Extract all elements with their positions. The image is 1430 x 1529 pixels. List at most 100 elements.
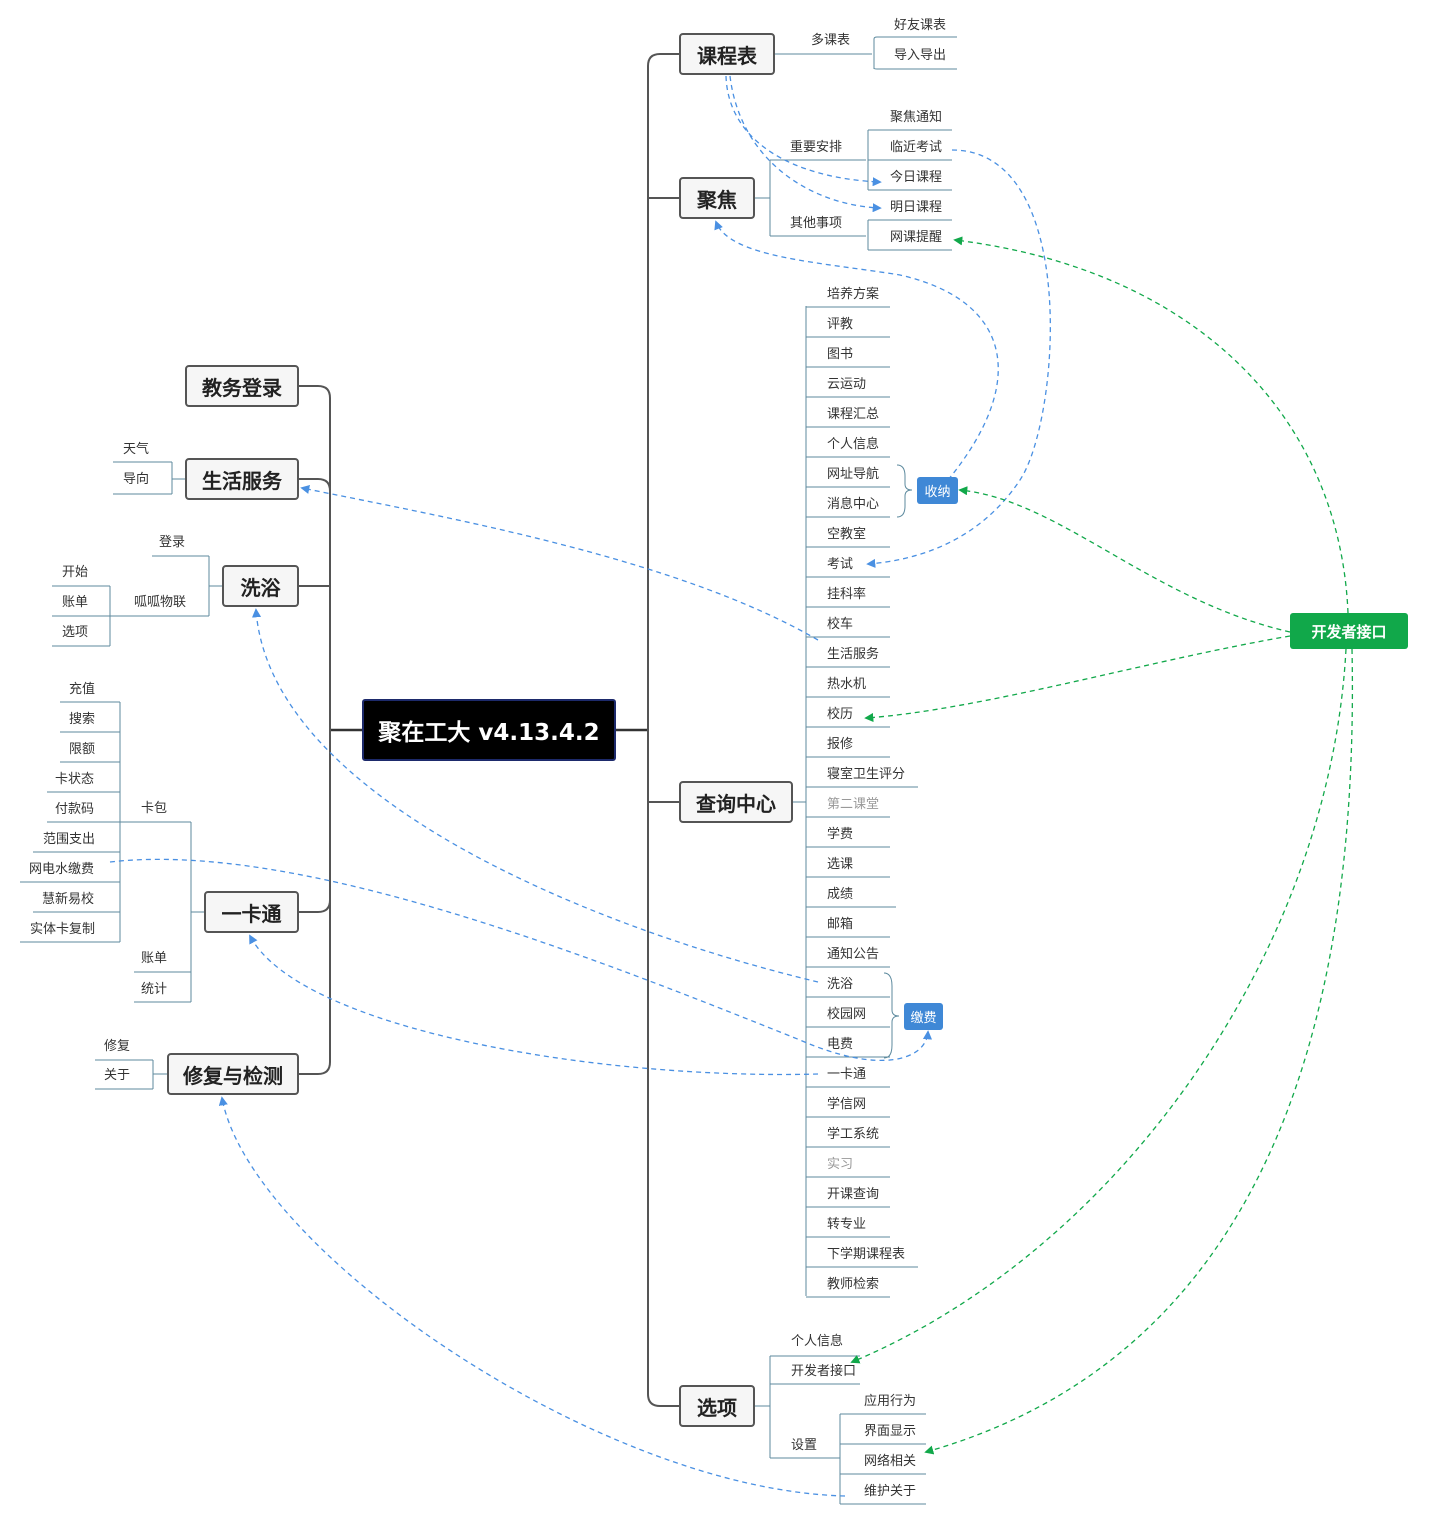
leaf-wangluoxiangguan[interactable]: 网络相关 (864, 1454, 917, 1469)
chaxun-item[interactable]: 一卡通 (827, 1067, 867, 1082)
kabao-item[interactable]: 付款码 (55, 802, 95, 817)
leaf-xuanxiang-xiyu[interactable]: 选项 (62, 625, 89, 640)
xy-sub (110, 555, 222, 617)
label-guaguawulian: 呱呱物联 (134, 595, 187, 610)
chaxun-item[interactable]: 空教室 (827, 527, 867, 542)
leaf-xiufu[interactable]: 修复 (104, 1039, 131, 1054)
chaxun-item[interactable]: 选课 (827, 857, 854, 872)
link-shenghuo (300, 484, 819, 641)
link-xiufu (218, 1096, 846, 1497)
label-qitashixiang: 其他事项 (790, 216, 843, 231)
chaxun-item[interactable]: 洗浴 (827, 977, 854, 992)
kabao-item[interactable]: 实体卡复制 (30, 922, 96, 937)
node-xiyu[interactable]: 洗浴 (222, 565, 299, 607)
leaf-kaifazhejiekou-option[interactable]: 开发者接口 (791, 1364, 857, 1379)
link-exam (866, 149, 1051, 568)
leaf-linjinkaoshi[interactable]: 临近考试 (890, 140, 943, 155)
chaxun-item[interactable]: 下学期课程表 (827, 1247, 906, 1262)
chaxun-item[interactable]: 寝室卫生评分 (827, 767, 906, 782)
leaf-haoyoukebiao[interactable]: 好友课表 (894, 18, 947, 33)
leaf-gerenxinxi-option[interactable]: 个人信息 (791, 1334, 844, 1349)
chaxun-item[interactable]: 课程汇总 (827, 407, 880, 422)
node-jujiao[interactable]: 聚焦 (679, 177, 755, 219)
node-shenghuo[interactable]: 生活服务 (185, 458, 299, 500)
chaxun-item[interactable]: 电费 (827, 1037, 854, 1052)
chaxun-item[interactable]: 消息中心 (827, 497, 880, 512)
kabao-item[interactable]: 网电水缴费 (29, 862, 95, 877)
leaf-jiemianxianshi[interactable]: 界面显示 (864, 1424, 917, 1439)
leaf-wangketixing[interactable]: 网课提醒 (890, 230, 943, 245)
right-trunk (647, 53, 679, 1407)
node-xiufu[interactable]: 修复与检测 (167, 1053, 299, 1095)
chaxun-item[interactable]: 通知公告 (827, 947, 880, 962)
chaxun-item[interactable]: 校车 (827, 617, 854, 632)
chaxun-item[interactable]: 报修 (827, 737, 854, 752)
node-jiaowu[interactable]: 教务登录 (185, 365, 299, 407)
connector-yikatong (299, 899, 331, 913)
xx-settings (839, 1413, 926, 1505)
leaf-guanyu[interactable]: 关于 (104, 1068, 131, 1083)
chaxun-item[interactable]: 学信网 (827, 1097, 867, 1112)
leaf-tongji[interactable]: 统计 (141, 982, 168, 997)
chaxun-item[interactable]: 教师检索 (827, 1277, 880, 1292)
node-kechengbiao[interactable]: 课程表 (679, 33, 775, 75)
label-shezhi: 设置 (791, 1438, 818, 1453)
chaxun-item[interactable]: 个人信息 (827, 437, 880, 452)
chaxun-item[interactable]: 生活服务 (827, 647, 880, 662)
chaxun-item[interactable]: 校园网 (827, 1007, 867, 1022)
leaf-zhangdan-xiyu[interactable]: 账单 (62, 595, 89, 610)
chaxun-item[interactable]: 校历 (827, 707, 854, 722)
kabao-item[interactable]: 限额 (69, 742, 96, 757)
chaxun-item[interactable]: 评教 (827, 317, 854, 332)
label-kabao: 卡包 (141, 801, 168, 816)
kabao-item[interactable]: 慧新易校 (42, 892, 95, 907)
leaf-kaishi[interactable]: 开始 (62, 565, 89, 580)
chaxun-item[interactable]: 学工系统 (827, 1127, 880, 1142)
developer-interface-node[interactable]: 开发者接口 (1290, 613, 1408, 649)
chaxun-item[interactable]: 热水机 (827, 677, 867, 692)
chaxun-item[interactable]: 培养方案 (827, 287, 880, 302)
chaxun-item[interactable]: 网址导航 (827, 467, 880, 482)
node-yikatong[interactable]: 一卡通 (204, 891, 299, 933)
link-dev-shouna (958, 486, 1291, 633)
chaxun-item[interactable]: 成绩 (827, 887, 854, 902)
leaf-daoxiang[interactable]: 导向 (123, 472, 150, 487)
xf-leaves (95, 1059, 167, 1090)
summary-jiaofei[interactable]: 缴费 (904, 1003, 943, 1030)
kabao-item[interactable]: 范围支出 (43, 832, 96, 847)
leaf-denglu[interactable]: 登录 (159, 535, 186, 550)
chaxun-item[interactable]: 转专业 (827, 1217, 867, 1232)
link-dev-xiaoli (864, 635, 1291, 723)
chaxun-item[interactable]: 考试 (827, 557, 854, 572)
chaxun-item[interactable]: 开课查询 (827, 1187, 880, 1202)
xx-sub (755, 1355, 860, 1459)
leaf-yingyongxingwei[interactable]: 应用行为 (864, 1394, 917, 1409)
node-xuanxiang[interactable]: 选项 (679, 1385, 755, 1427)
chaxun-item[interactable]: 实习 (827, 1157, 854, 1172)
jj-g1 (867, 129, 952, 191)
sh-leaves (113, 461, 185, 495)
link-dev-wangke (953, 236, 1349, 614)
chaxun-item[interactable]: 邮箱 (827, 917, 854, 932)
leaf-weihuguanyu[interactable]: 维护关于 (864, 1484, 917, 1499)
chaxun-item[interactable]: 云运动 (827, 377, 867, 392)
chaxun-item[interactable]: 图书 (827, 347, 854, 362)
kabao-item[interactable]: 卡状态 (55, 772, 95, 787)
node-chaxun[interactable]: 查询中心 (679, 781, 793, 823)
kabao-item[interactable]: 充值 (69, 682, 96, 697)
leaf-tianqi[interactable]: 天气 (123, 442, 150, 457)
summary-shouna[interactable]: 收纳 (917, 477, 958, 504)
chaxun-item[interactable]: 第二课堂 (827, 797, 880, 812)
leaf-jujiaotongzhi[interactable]: 聚焦通知 (890, 110, 943, 125)
leaf-jinrikecheng[interactable]: 今日课程 (890, 170, 943, 185)
chaxun-item[interactable]: 学费 (827, 827, 854, 842)
kabao-item[interactable]: 搜索 (69, 712, 96, 727)
root-node[interactable]: 聚在工大 v4.13.4.2 (362, 699, 616, 761)
leaf-zhangdan-yikatong[interactable]: 账单 (141, 951, 168, 966)
link-shouna-jujiao (714, 220, 999, 481)
leaf-daorudaochu[interactable]: 导入导出 (894, 48, 947, 63)
chaxun-item[interactable]: 挂科率 (827, 587, 867, 602)
leaf-mingrikecheng[interactable]: 明日课程 (890, 200, 943, 215)
